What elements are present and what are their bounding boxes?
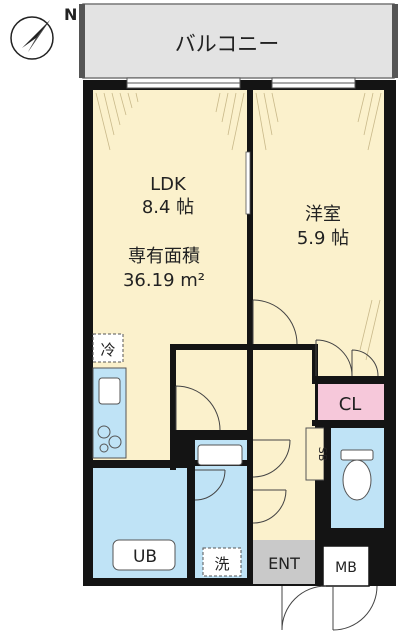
fridge-label: 冷 [100, 341, 115, 359]
closet-label: CL [339, 394, 362, 415]
toilet-tank [340, 449, 374, 461]
ldk-size: 8.4 帖 [142, 197, 194, 218]
washbasin [197, 444, 243, 466]
area-value: 36.19 m² [123, 270, 205, 291]
balcony-label: バルコニー [175, 32, 280, 56]
entrance [253, 540, 315, 584]
western-room [253, 90, 384, 376]
door-swings [175, 299, 379, 631]
bath-label: UB [133, 547, 157, 567]
ldk-hatching [95, 92, 245, 151]
western-hatching [255, 92, 382, 361]
washer-space [202, 547, 242, 577]
ldk-label: LDK [150, 174, 187, 195]
bathtub [112, 539, 176, 571]
toilet-bowl [342, 459, 372, 501]
hallway [253, 350, 315, 540]
balcony-railing [79, 4, 85, 78]
balcony-area [82, 3, 395, 79]
north-label: N [64, 5, 77, 24]
western-size: 5.9 帖 [297, 228, 349, 249]
stove-burner [108, 435, 122, 449]
stove-burner [97, 425, 111, 439]
window-western [271, 77, 356, 89]
ldk-room [93, 90, 247, 460]
stove-burner [99, 443, 109, 453]
entrance-label: ENT [268, 554, 300, 573]
fridge-space [92, 333, 124, 363]
closet [318, 384, 384, 420]
window-ldk [126, 77, 241, 89]
washer-label: 洗 [214, 555, 229, 573]
north-arrow-icon [10, 16, 54, 60]
sliding-partition [245, 151, 251, 215]
western-label: 洋室 [305, 204, 341, 225]
meter-box-label: MB [335, 560, 357, 576]
shoebox-label: SB [316, 447, 329, 462]
kitchen-sink [98, 377, 121, 405]
area-title: 専有面積 [128, 246, 200, 267]
